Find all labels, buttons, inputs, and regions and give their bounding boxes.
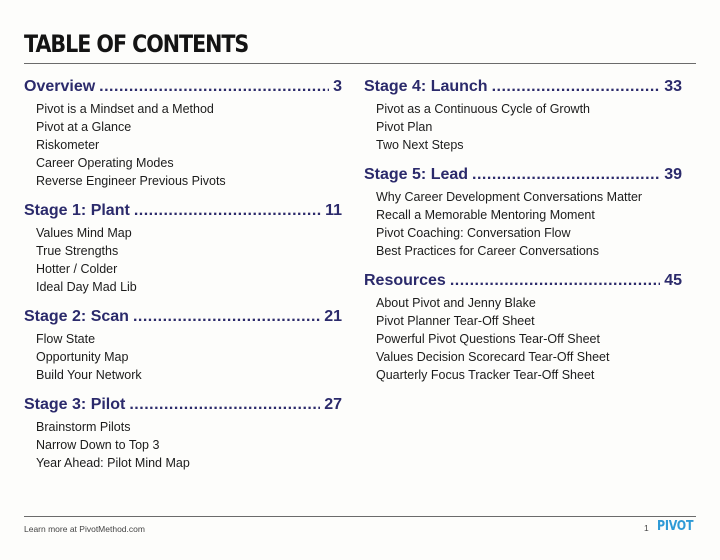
toc-section-heading[interactable]: Stage 2: Scan...........................… xyxy=(24,306,342,328)
toc-section: Stage 4: Launch.........................… xyxy=(364,76,682,154)
toc-entry[interactable]: Two Next Steps xyxy=(376,138,464,152)
section-page-number: 21 xyxy=(324,308,342,325)
toc-section: Stage 2: Scan...........................… xyxy=(24,306,342,384)
section-title: Stage 5: Lead xyxy=(364,166,469,183)
toc-entry[interactable]: Pivot as a Continuous Cycle of Growth xyxy=(376,102,590,116)
toc-section-heading[interactable]: Stage 4: Launch.........................… xyxy=(364,76,682,98)
toc-section-heading[interactable]: Stage 5: Lead...........................… xyxy=(364,164,682,186)
section-page-number: 39 xyxy=(664,166,682,183)
dot-leader: ........................................… xyxy=(449,272,660,289)
dot-leader: ........................................… xyxy=(99,78,329,95)
bottom-divider xyxy=(24,516,696,517)
toc-entry[interactable]: Why Career Development Conversations Mat… xyxy=(376,190,643,204)
toc-section: Resources...............................… xyxy=(364,270,682,384)
section-page-number: 3 xyxy=(333,78,342,95)
toc-entry[interactable]: True Strengths xyxy=(36,244,119,258)
toc-entry[interactable]: Values Mind Map xyxy=(36,226,132,240)
footer-page-number: 1 xyxy=(644,523,649,533)
section-page-number: 45 xyxy=(664,272,682,289)
toc-entry[interactable]: Pivot Coaching: Conversation Flow xyxy=(376,226,571,240)
toc-entry[interactable]: Best Practices for Career Conversations xyxy=(376,244,600,258)
toc-entry[interactable]: Narrow Down to Top 3 xyxy=(36,438,160,452)
section-title: Stage 1: Plant xyxy=(24,202,130,219)
section-page-number: 11 xyxy=(325,202,342,219)
toc-section: Stage 1: Plant..........................… xyxy=(24,200,342,296)
dot-leader: ........................................… xyxy=(133,202,321,219)
toc-entry[interactable]: Reverse Engineer Previous Pivots xyxy=(36,174,226,188)
toc-entry[interactable]: About Pivot and Jenny Blake xyxy=(376,296,536,310)
toc-entry[interactable]: Brainstorm Pilots xyxy=(36,420,131,434)
toc-entry[interactable]: Quarterly Focus Tracker Tear-Off Sheet xyxy=(376,368,595,382)
section-title: Resources xyxy=(364,272,446,289)
page-title: TABLE OF CONTENTS xyxy=(24,30,249,58)
toc-column-left: Overview................................… xyxy=(24,70,342,482)
section-page-number: 33 xyxy=(664,78,682,95)
toc-section-heading[interactable]: Resources...............................… xyxy=(364,270,682,292)
toc-entry[interactable]: Pivot Plan xyxy=(376,120,433,134)
footer-link-text[interactable]: Learn more at PivotMethod.com xyxy=(24,524,145,534)
toc-entry[interactable]: Pivot Planner Tear-Off Sheet xyxy=(376,314,535,328)
toc-entry[interactable]: Hotter / Colder xyxy=(36,262,118,276)
section-title: Stage 3: Pilot xyxy=(24,396,126,413)
section-title: Overview xyxy=(24,78,96,95)
pivot-logo: PIVOT xyxy=(657,519,694,534)
toc-entry[interactable]: Year Ahead: Pilot Mind Map xyxy=(36,456,190,470)
toc-entry[interactable]: Build Your Network xyxy=(36,368,142,382)
toc-section: Overview................................… xyxy=(24,76,342,190)
toc-entry[interactable]: Pivot at a Glance xyxy=(36,120,132,134)
toc-entry[interactable]: Powerful Pivot Questions Tear-Off Sheet xyxy=(376,332,600,346)
toc-entry[interactable]: Opportunity Map xyxy=(36,350,129,364)
toc-column-right: Stage 4: Launch.........................… xyxy=(364,70,682,394)
toc-section-heading[interactable]: Stage 3: Pilot..........................… xyxy=(24,394,342,416)
toc-section-heading[interactable]: Stage 1: Plant..........................… xyxy=(24,200,342,222)
toc-entry[interactable]: Recall a Memorable Mentoring Moment xyxy=(376,208,595,222)
toc-entry[interactable]: Ideal Day Mad Lib xyxy=(36,280,137,294)
toc-entry[interactable]: Riskometer xyxy=(36,138,100,152)
toc-entry[interactable]: Career Operating Modes xyxy=(36,156,174,170)
toc-section: Stage 3: Pilot..........................… xyxy=(24,394,342,472)
toc-section-heading[interactable]: Overview................................… xyxy=(24,76,342,98)
section-title: Stage 4: Launch xyxy=(364,78,488,95)
top-divider xyxy=(24,63,696,64)
dot-leader: ........................................… xyxy=(491,78,661,95)
section-title: Stage 2: Scan xyxy=(24,308,129,325)
toc-entry[interactable]: Pivot is a Mindset and a Method xyxy=(36,102,214,116)
toc-entry[interactable]: Flow State xyxy=(36,332,96,346)
toc-entry[interactable]: Values Decision Scorecard Tear-Off Sheet xyxy=(376,350,610,364)
toc-section: Stage 5: Lead...........................… xyxy=(364,164,682,260)
dot-leader: ........................................… xyxy=(132,308,320,325)
section-page-number: 27 xyxy=(324,396,342,413)
dot-leader: ........................................… xyxy=(129,396,320,413)
dot-leader: ........................................… xyxy=(472,166,660,183)
